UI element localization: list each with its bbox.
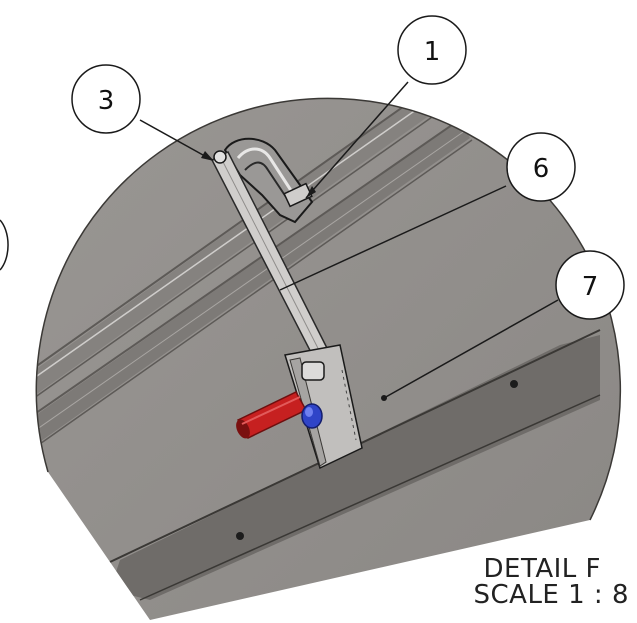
balloon-3-label: 3 <box>98 86 115 116</box>
mount-hole-left <box>236 532 244 540</box>
balloon-1: 1 <box>397 15 467 85</box>
balloon-3: 3 <box>71 64 141 134</box>
rail-lower <box>36 120 470 470</box>
red-handle <box>236 391 308 439</box>
rail-upper <box>36 98 440 420</box>
leader-line-7 <box>383 299 559 399</box>
panel-front-lip <box>110 335 600 600</box>
panel-front-edge-lower <box>139 394 601 601</box>
detail-boundary <box>35 97 622 521</box>
mount-hole-right <box>510 380 518 388</box>
balloon-7: 7 <box>555 250 625 320</box>
leader-arrow-3 <box>201 151 214 161</box>
rail-upper-edge <box>36 98 425 393</box>
detail-title: DETAIL F <box>483 554 601 584</box>
rail-upper-edge-3 <box>36 109 443 423</box>
hinge-bracket <box>223 137 314 224</box>
leader-arrow-1 <box>306 186 316 198</box>
balloon-7-label: 7 <box>582 272 599 302</box>
rail-upper-edge-2 <box>36 99 431 403</box>
leader-dot-7 <box>381 395 387 401</box>
leader-line-1 <box>305 81 409 199</box>
blue-knob <box>301 403 323 429</box>
detail-scale: SCALE 1 : 8 <box>473 580 629 610</box>
balloon-6-label: 6 <box>533 154 550 184</box>
rail-lower-edge-2 <box>36 139 473 473</box>
balloon-partial-left <box>0 219 9 271</box>
rail-lower-edge <box>36 117 463 439</box>
balloon-1-label: 1 <box>424 37 441 67</box>
balloon-6: 6 <box>506 132 576 202</box>
leader-line-3 <box>139 119 213 161</box>
rail-lower-highlight <box>36 129 467 456</box>
leader-line-6 <box>279 185 507 291</box>
